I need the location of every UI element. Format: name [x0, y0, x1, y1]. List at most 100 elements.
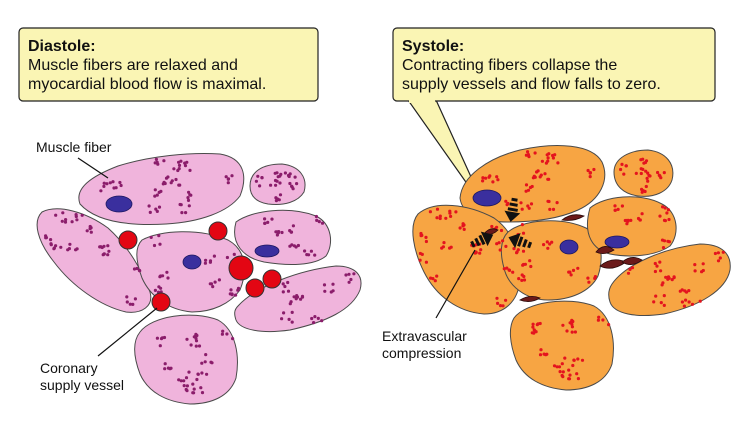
fiber-dot — [665, 211, 669, 215]
fiber-dot — [656, 170, 660, 175]
fiber-dot — [533, 175, 537, 179]
fiber-dot — [478, 251, 482, 255]
fiber-dot — [155, 336, 159, 340]
fiber-dot — [188, 168, 192, 172]
fiber-dot — [527, 206, 531, 210]
fiber-dot — [661, 281, 665, 285]
fiber-dot — [571, 268, 576, 272]
fiber-dot — [263, 221, 267, 225]
fiber-dot — [462, 227, 466, 231]
fiber-dot — [106, 244, 110, 248]
fiber-dot — [567, 368, 571, 372]
fiber-dot — [534, 330, 538, 334]
fiber-dot — [226, 177, 231, 181]
fiber-dot — [552, 364, 557, 368]
fiber-dot — [74, 213, 78, 217]
fiber-dot — [546, 177, 550, 181]
fiber-dot — [639, 158, 643, 162]
fiber-dot — [433, 279, 437, 283]
fiber-dot — [280, 230, 284, 235]
fiber-dot — [659, 176, 663, 180]
fiber-dot — [716, 251, 721, 255]
fiber-dot — [545, 240, 549, 244]
fiber-dot — [592, 167, 596, 172]
fiber-dot — [539, 348, 543, 352]
fiber-dot — [428, 210, 432, 214]
fiber-dot — [646, 179, 650, 183]
fiber-dot — [634, 171, 638, 175]
fiber-dot — [52, 246, 57, 250]
fiber-dot — [291, 187, 295, 191]
fiber-dot — [155, 209, 159, 213]
fiber-dot — [294, 297, 298, 301]
fiber-dot — [236, 288, 240, 292]
fiber-dot — [567, 270, 571, 274]
fiber-dot — [152, 243, 157, 248]
fiber-dot — [630, 266, 635, 270]
fiber-dot — [200, 361, 204, 365]
fiber-dot — [505, 266, 509, 270]
fiber-dot — [484, 176, 488, 180]
nucleus — [604, 235, 630, 249]
fiber-dot — [172, 167, 176, 171]
fiber-dot — [165, 270, 169, 274]
fiber-dot — [185, 389, 189, 393]
fiber-dot — [524, 189, 528, 193]
fiber-dot — [185, 384, 189, 388]
fiber-dot — [275, 197, 280, 201]
systole-fiber-bottom — [509, 300, 614, 391]
fiber-dot — [636, 216, 641, 221]
fiber-dot — [667, 240, 672, 244]
fiber-dot — [448, 246, 452, 250]
fiber-dot — [331, 282, 335, 286]
fiber-dot — [495, 225, 499, 229]
fiber-dot — [520, 207, 524, 211]
fiber-dot — [187, 190, 191, 194]
fiber-dot — [442, 241, 446, 245]
fiber-dot — [137, 268, 141, 272]
fiber-dot — [698, 299, 702, 303]
fiber-dot — [176, 168, 180, 173]
fiber-dot — [616, 207, 620, 211]
fiber-dot — [526, 188, 531, 192]
fiber-dot — [558, 370, 562, 374]
fiber-dot — [498, 248, 502, 252]
fiber-dot — [66, 248, 70, 252]
muscle-fiber-label: Muscle fiber — [36, 139, 112, 155]
fiber-dot — [448, 209, 452, 213]
fiber-dot — [225, 332, 229, 336]
fiber-dot — [435, 207, 440, 211]
fiber-dot — [643, 160, 648, 165]
collapsed-vessel — [595, 246, 615, 254]
nucleus — [182, 254, 202, 270]
fiber-dot — [168, 367, 172, 371]
fiber-dot — [497, 241, 501, 245]
fiber-dot — [274, 183, 278, 187]
systole-fiber-dots — [418, 150, 725, 381]
fiber-dot — [178, 202, 182, 207]
fiber-dot — [186, 198, 191, 202]
fiber-dot — [119, 183, 123, 188]
fiber-dot — [278, 174, 282, 178]
fiber-dot — [316, 316, 320, 320]
systole-nuclei — [472, 189, 630, 255]
fiber-dot — [163, 362, 167, 366]
fiber-dot — [672, 275, 676, 279]
fiber-dot — [659, 301, 663, 305]
fiber-dot — [204, 258, 208, 262]
fiber-dot — [680, 300, 685, 304]
fiber-dot — [102, 252, 106, 256]
fiber-dot — [586, 276, 590, 280]
fiber-dot — [504, 199, 508, 203]
fiber-dot — [211, 285, 215, 289]
fiber-dot — [555, 365, 559, 369]
fiber-dot — [515, 250, 519, 254]
fiber-dot — [646, 171, 650, 175]
fiber-dot — [154, 157, 158, 161]
fiber-dot — [658, 260, 662, 264]
fiber-dot — [64, 218, 68, 222]
fiber-dot — [622, 172, 626, 176]
diastole-fiber-top — [78, 153, 245, 225]
fiber-dot — [295, 182, 299, 186]
fiber-dot — [613, 208, 617, 212]
